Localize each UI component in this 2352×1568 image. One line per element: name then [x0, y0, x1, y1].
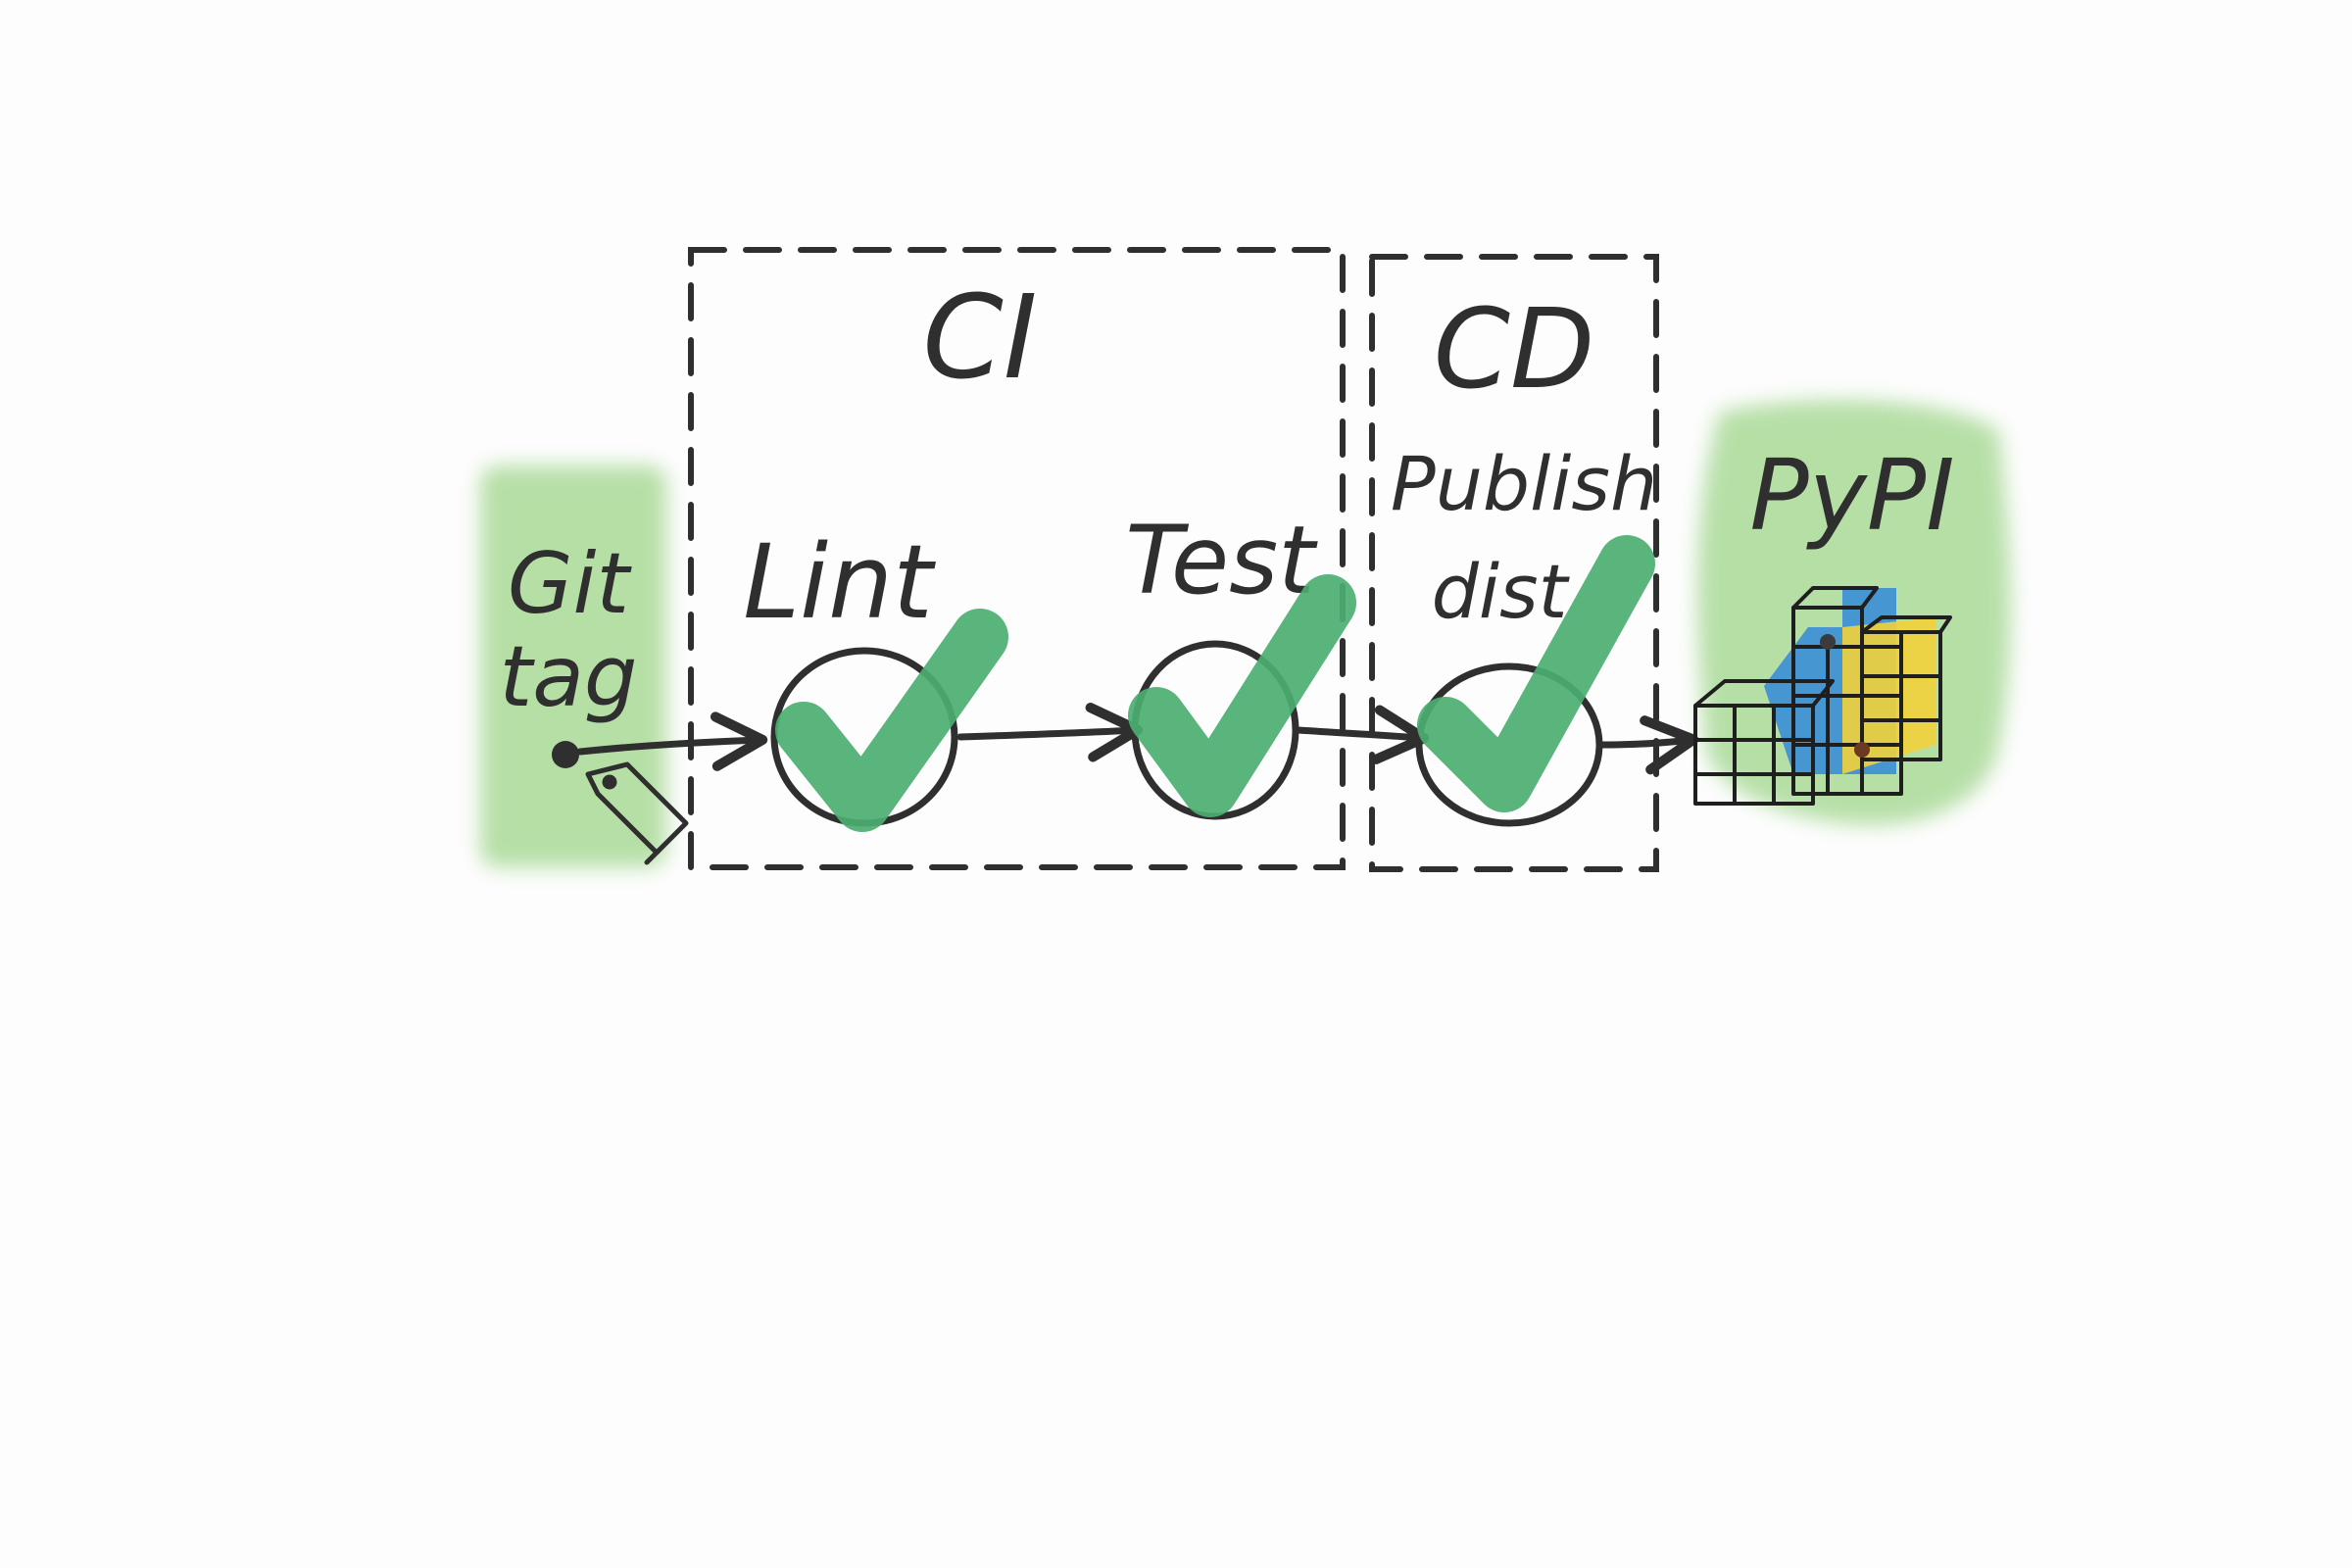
target-label: PyPI — [1749, 438, 1954, 553]
source-dot — [552, 741, 579, 768]
arrow-test-to-publish — [1295, 705, 1430, 764]
stage-test: Test — [1125, 506, 1356, 820]
stage-lint: Lint — [743, 522, 1008, 832]
stage-publish-label-line1: Publish — [1391, 440, 1657, 527]
stage-publish-label-line2: dist — [1432, 548, 1571, 635]
cd-group-box — [1369, 254, 1659, 872]
arrow-source-to-lint — [576, 711, 768, 771]
check-mark-icon — [775, 609, 1008, 832]
check-mark-icon — [1417, 535, 1655, 812]
stage-lint-label: Lint — [743, 522, 936, 642]
arrow-lint-to-test — [956, 703, 1144, 762]
ci-group-box — [688, 247, 1346, 870]
ci-group-label: CI — [922, 270, 1037, 405]
stage-publish: Publish dist — [1391, 440, 1657, 827]
pypi-cubes-icon — [1693, 586, 1952, 806]
arrow-publish-to-pypi — [1598, 715, 1699, 775]
flow-arrows — [576, 703, 1699, 775]
stage-publish-node — [1415, 662, 1603, 827]
stage-test-label: Test — [1125, 506, 1318, 615]
check-mark-icon — [1128, 574, 1356, 817]
cd-group-label: CD — [1434, 286, 1594, 414]
source-label-line1: Git — [508, 535, 633, 633]
target-pypi: PyPI — [1693, 438, 1955, 806]
source-label-line2: tag — [499, 628, 637, 726]
tag-icon — [585, 761, 689, 865]
